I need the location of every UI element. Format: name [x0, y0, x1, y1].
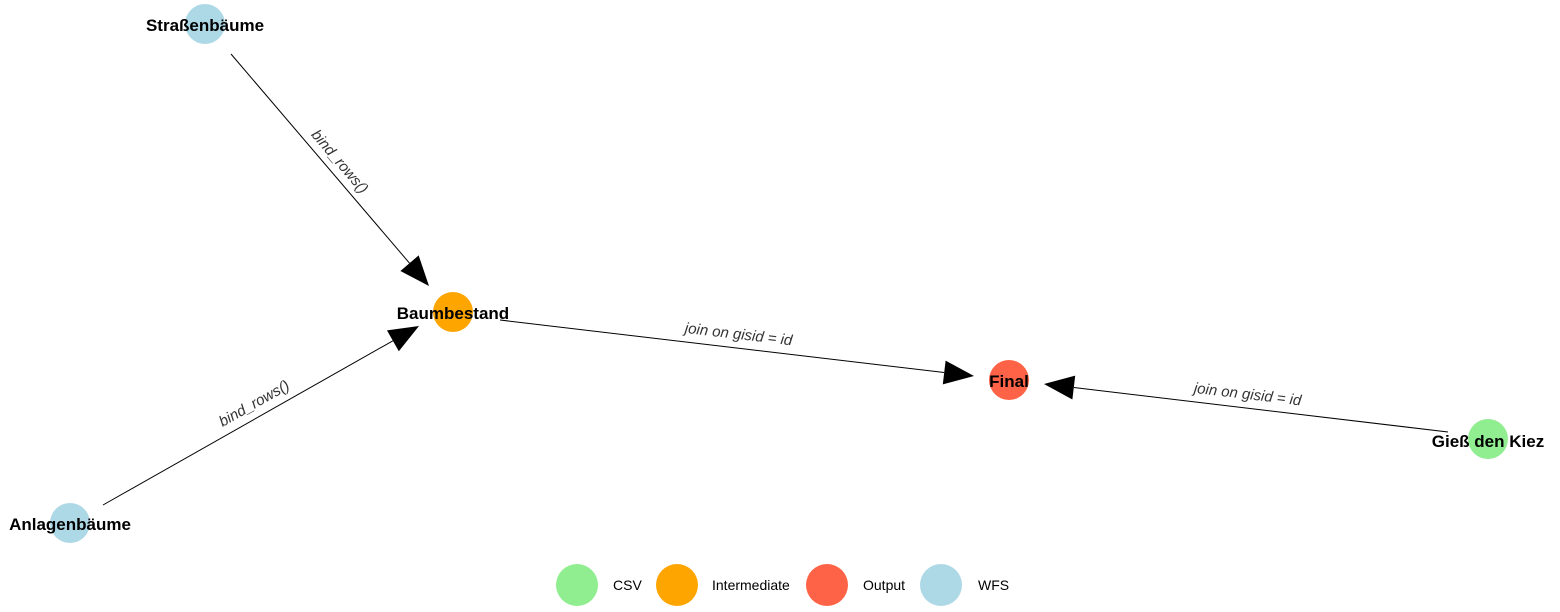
legend-swatch-output [806, 564, 848, 606]
node-label-baumbestand: Baumbestand [397, 304, 509, 323]
arrowhead-baumbestand-to-final [942, 360, 974, 385]
node-label-anlagen: Anlagenbäume [9, 515, 131, 534]
edge-line-strassen-to-baumbestand [230, 53, 410, 264]
node-label-strassen: Straßenbäume [146, 16, 264, 35]
node-label-final: Final [989, 372, 1029, 391]
edge-label-baumbestand-to-final: join on gisid = id [682, 320, 794, 350]
edge-line-anlagen-to-baumbestand [102, 340, 394, 506]
edge-label-giess-to-final: join on gisid = id [1191, 380, 1303, 410]
legend-swatch-intermediate [656, 564, 698, 606]
node-final [989, 360, 1029, 400]
legend-label-csv: CSV [613, 577, 642, 593]
legend: CSV Intermediate Output WFS [556, 564, 1009, 606]
arrowhead-giess-to-final [1044, 375, 1076, 400]
node-anlagen [50, 503, 90, 543]
legend-swatch-csv [556, 564, 598, 606]
edge-line-giess-to-final [1073, 387, 1449, 433]
legend-label-intermediate: Intermediate [712, 577, 790, 593]
node-giess [1468, 419, 1508, 459]
edge-line-baumbestand-to-final [499, 319, 945, 373]
legend-label-wfs: WFS [978, 577, 1009, 593]
legend-swatch-wfs [920, 564, 962, 606]
edges-layer: bind_rows()bind_rows()join on gisid = id… [102, 53, 1449, 506]
node-label-giess: Gieß den Kiez [1432, 432, 1544, 451]
arrowhead-strassen-to-baumbestand [400, 255, 429, 286]
legend-label-output: Output [863, 577, 905, 593]
node-strassen [185, 4, 225, 44]
node-baumbestand [433, 292, 473, 332]
arrowhead-anlagen-to-baumbestand [386, 326, 419, 352]
edge-label-strassen-to-baumbestand: bind_rows() [308, 127, 372, 198]
